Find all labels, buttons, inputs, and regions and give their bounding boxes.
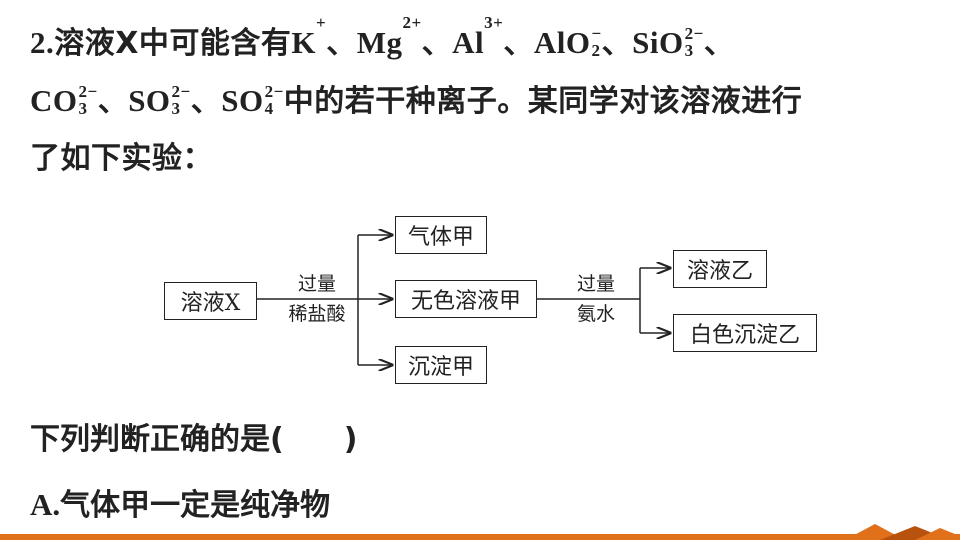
separator: 、 xyxy=(190,84,222,119)
question-prompt: 下列判断正确的是( ) xyxy=(30,422,358,457)
question-intro: 溶液X中可能含有 xyxy=(54,26,292,61)
box-solution-x: 溶液X xyxy=(164,282,257,320)
separator: 、 xyxy=(97,84,129,119)
label-step2-top: 过量 xyxy=(576,273,615,295)
box-precipitate-a: 沉淀甲 xyxy=(395,346,487,384)
separator: 、 xyxy=(326,26,357,61)
label-step2-bottom: 氨水 xyxy=(576,303,615,325)
ion-al: Al3+ xyxy=(452,12,504,60)
box-gas-a: 气体甲 xyxy=(395,216,487,254)
separator: 、 xyxy=(601,26,633,61)
separator: 、 xyxy=(503,26,534,61)
label-step1-bottom: 稀盐酸 xyxy=(288,303,346,325)
box-solution-a: 无色溶液甲 xyxy=(395,280,537,318)
question-line-3: 了如下实验： xyxy=(30,141,213,176)
option-a-text: 气体甲一定是纯净物 xyxy=(60,488,331,523)
ion-mg: Mg2+ xyxy=(356,12,422,60)
separator: 、 xyxy=(703,26,735,61)
decorative-bottom-band xyxy=(0,524,960,540)
separator: 、 xyxy=(421,26,453,61)
label-step1-top: 过量 xyxy=(297,273,336,295)
box-precipitate-b: 白色沉淀乙 xyxy=(673,314,817,352)
question-number: 2. xyxy=(30,25,55,60)
option-a[interactable]: A.气体甲一定是纯净物 xyxy=(30,480,330,524)
ion-k: K+ xyxy=(291,12,327,60)
question-line-2-text: 中的若干种离子。某同学对该溶液进行 xyxy=(283,84,803,119)
ion-alo2: AlO−2 xyxy=(533,23,602,60)
box-solution-b: 溶液乙 xyxy=(673,250,767,288)
option-a-letter: A. xyxy=(30,487,61,522)
